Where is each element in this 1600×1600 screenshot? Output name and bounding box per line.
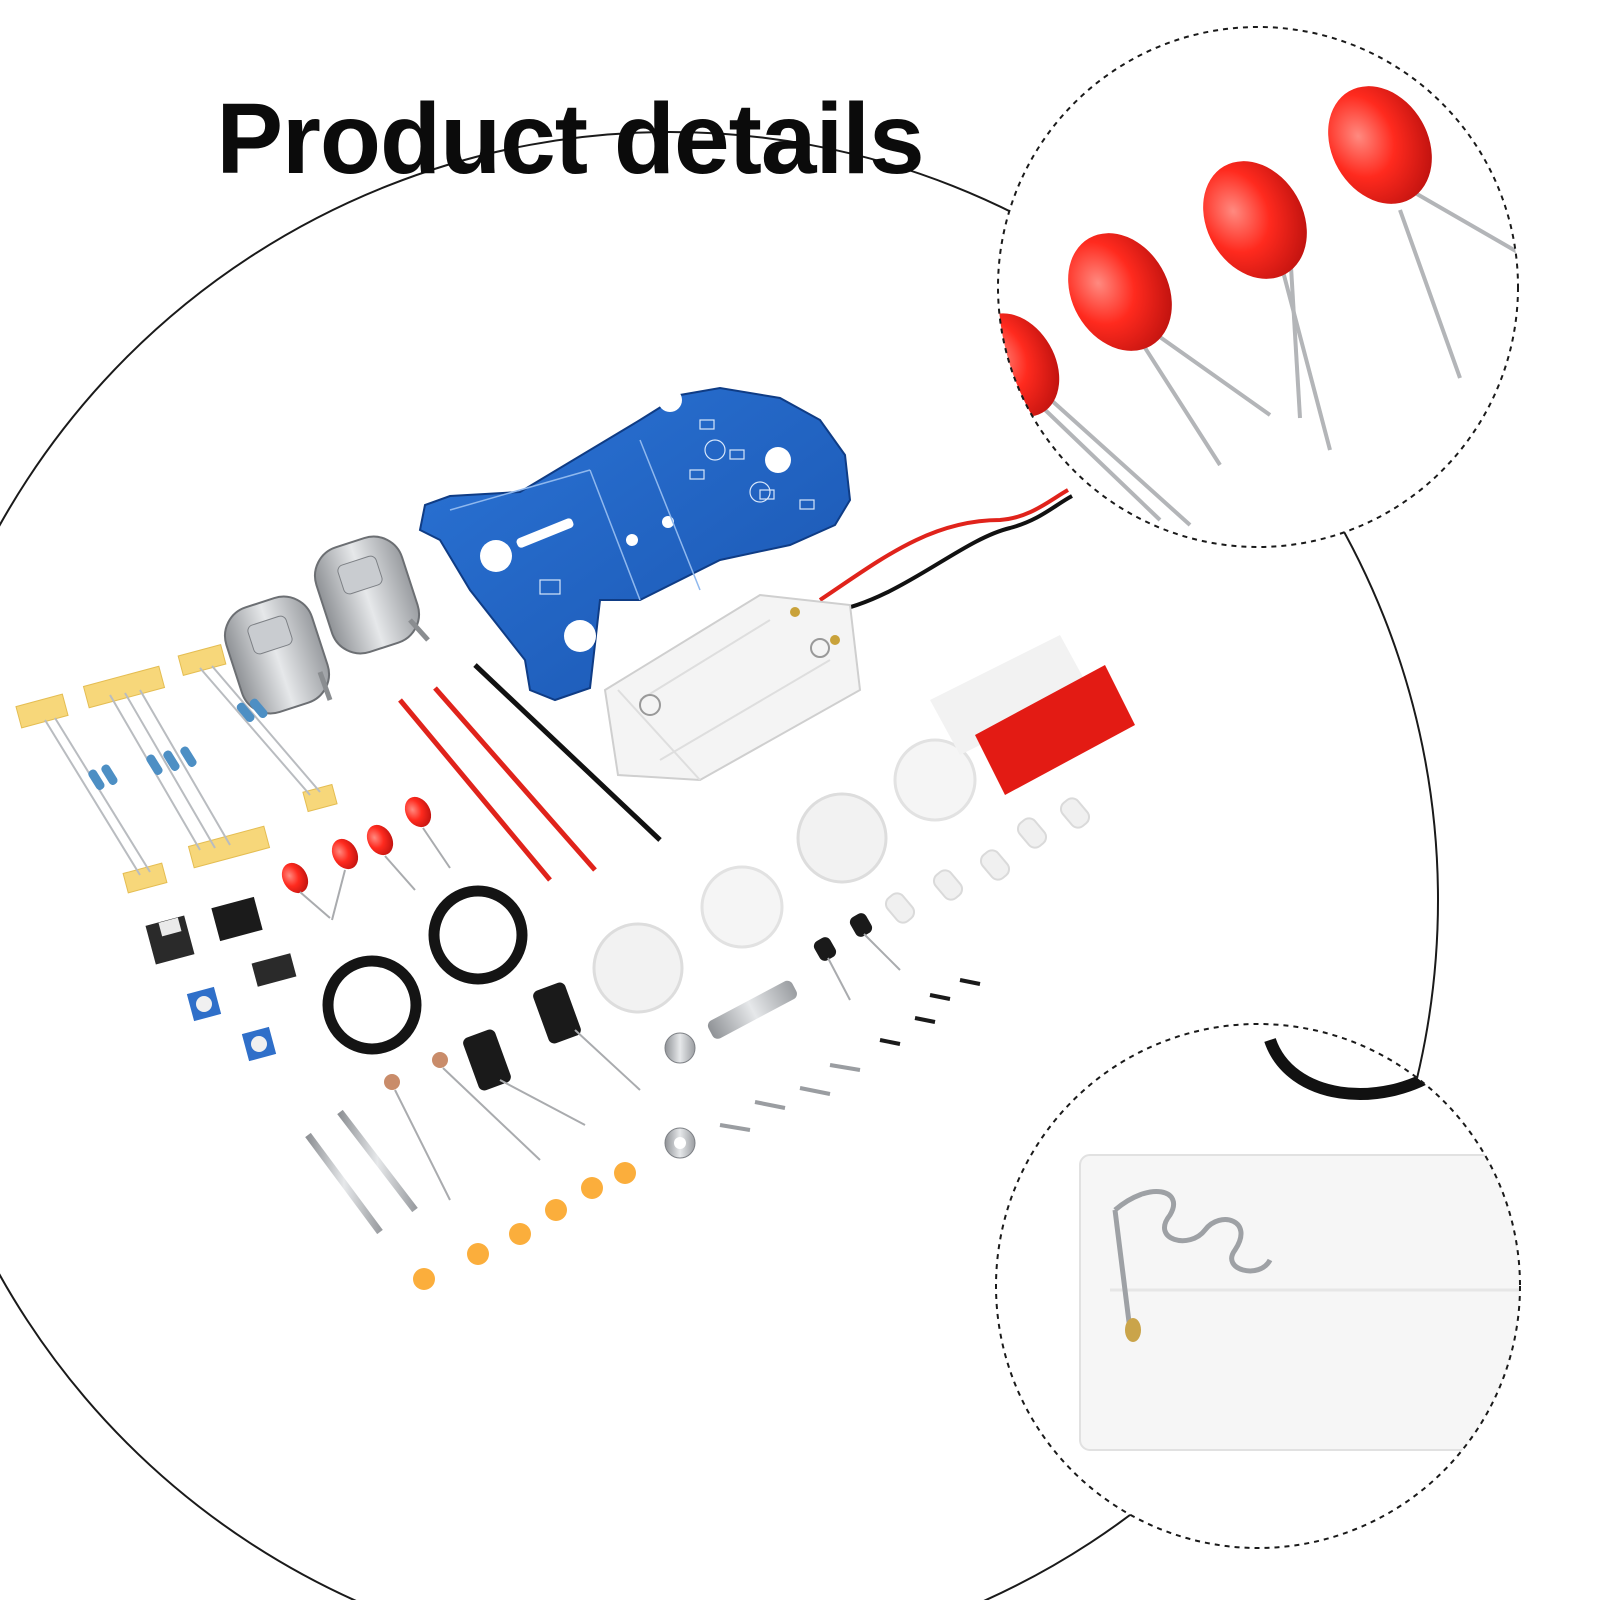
spacer-orange — [413, 1162, 636, 1290]
transistor — [813, 913, 901, 1001]
led-icon — [281, 862, 331, 919]
gear-icon — [592, 922, 684, 1014]
loose-red-wire — [433, 686, 597, 872]
resistor-bundle — [177, 644, 338, 813]
gear-icon — [796, 792, 888, 884]
motor-icon — [224, 595, 333, 715]
led-icon — [331, 838, 359, 921]
capacitor — [463, 1029, 586, 1126]
zoom-circle-leds — [997, 26, 1519, 548]
battery-holder — [603, 593, 862, 782]
gear-icon — [700, 865, 784, 949]
page-title: Product details — [216, 83, 924, 195]
loose-black-wire — [473, 663, 662, 842]
capacitor — [533, 982, 641, 1091]
resistor-bundle — [15, 693, 168, 894]
axle-pin — [337, 1109, 418, 1213]
screw-icon — [719, 978, 981, 1132]
ic-chip — [251, 953, 297, 987]
motor-icon — [314, 535, 430, 655]
resistor-bundle — [82, 665, 271, 869]
wheel-ring-icon — [428, 885, 528, 985]
battery-black-wire — [829, 494, 1073, 614]
battery-red-wire — [818, 488, 1069, 602]
white-sticker — [930, 635, 1090, 755]
photoresistor — [384, 1052, 541, 1201]
wheel-ring-icon — [322, 955, 422, 1055]
loose-red-wire — [398, 698, 552, 882]
push-switch — [145, 915, 195, 965]
red-sticker — [975, 665, 1135, 795]
axle-pin — [305, 1132, 383, 1235]
led-icon — [404, 796, 451, 869]
ic-socket — [211, 896, 263, 942]
potentiometer — [186, 986, 277, 1062]
pcb-board — [418, 386, 852, 702]
zoom-circle-battery-holder — [995, 1023, 1521, 1549]
cap-nut — [664, 1032, 696, 1064]
bushing — [884, 797, 1091, 924]
bolt — [707, 980, 797, 1039]
gear-icon — [893, 738, 977, 822]
led-icon — [366, 824, 416, 891]
